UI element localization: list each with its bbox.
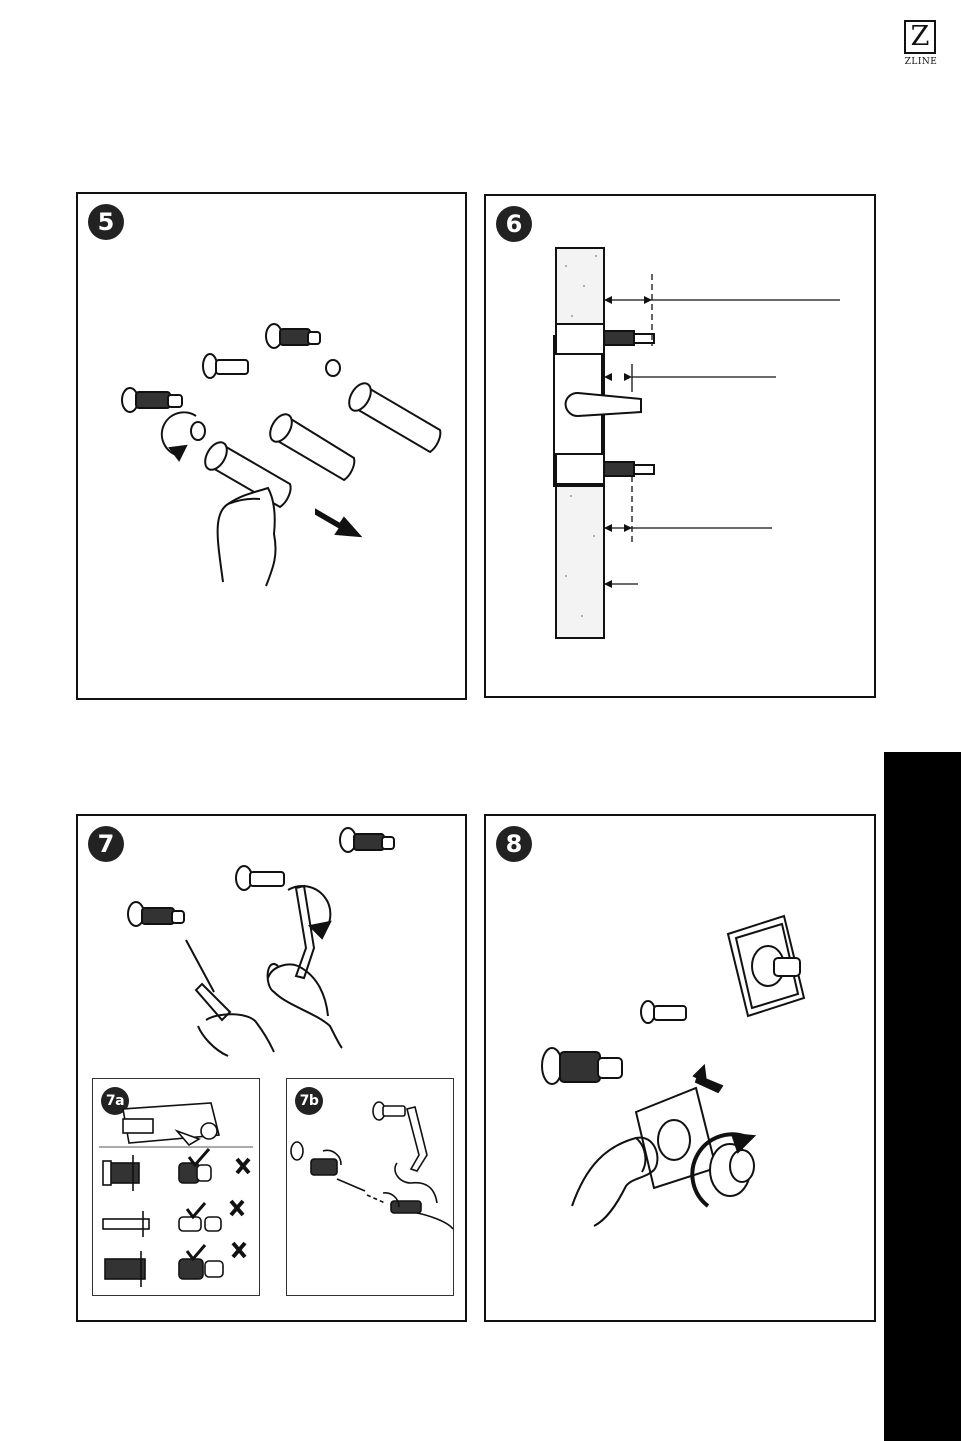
step-6-panel: 6 — [484, 194, 876, 698]
step-7b-subpanel: 7b — [286, 1078, 454, 1296]
step-5-panel: 5 — [76, 192, 467, 700]
step-7-panel: 7 7a — [76, 814, 467, 1322]
zline-logo: Z ZLINE — [898, 20, 944, 76]
logo-name: ZLINE — [898, 57, 944, 67]
step-8-illustration — [486, 816, 878, 1324]
step-5-illustration — [78, 194, 469, 702]
step-7a-subpanel: 7a — [92, 1078, 260, 1296]
step-7a-illustration — [93, 1079, 261, 1297]
side-section-tab — [884, 752, 961, 1441]
step-8-panel: 8 — [484, 814, 876, 1322]
step-7b-illustration — [287, 1079, 455, 1297]
step-6-cross-section — [486, 196, 878, 700]
logo-letter: Z — [904, 20, 936, 54]
